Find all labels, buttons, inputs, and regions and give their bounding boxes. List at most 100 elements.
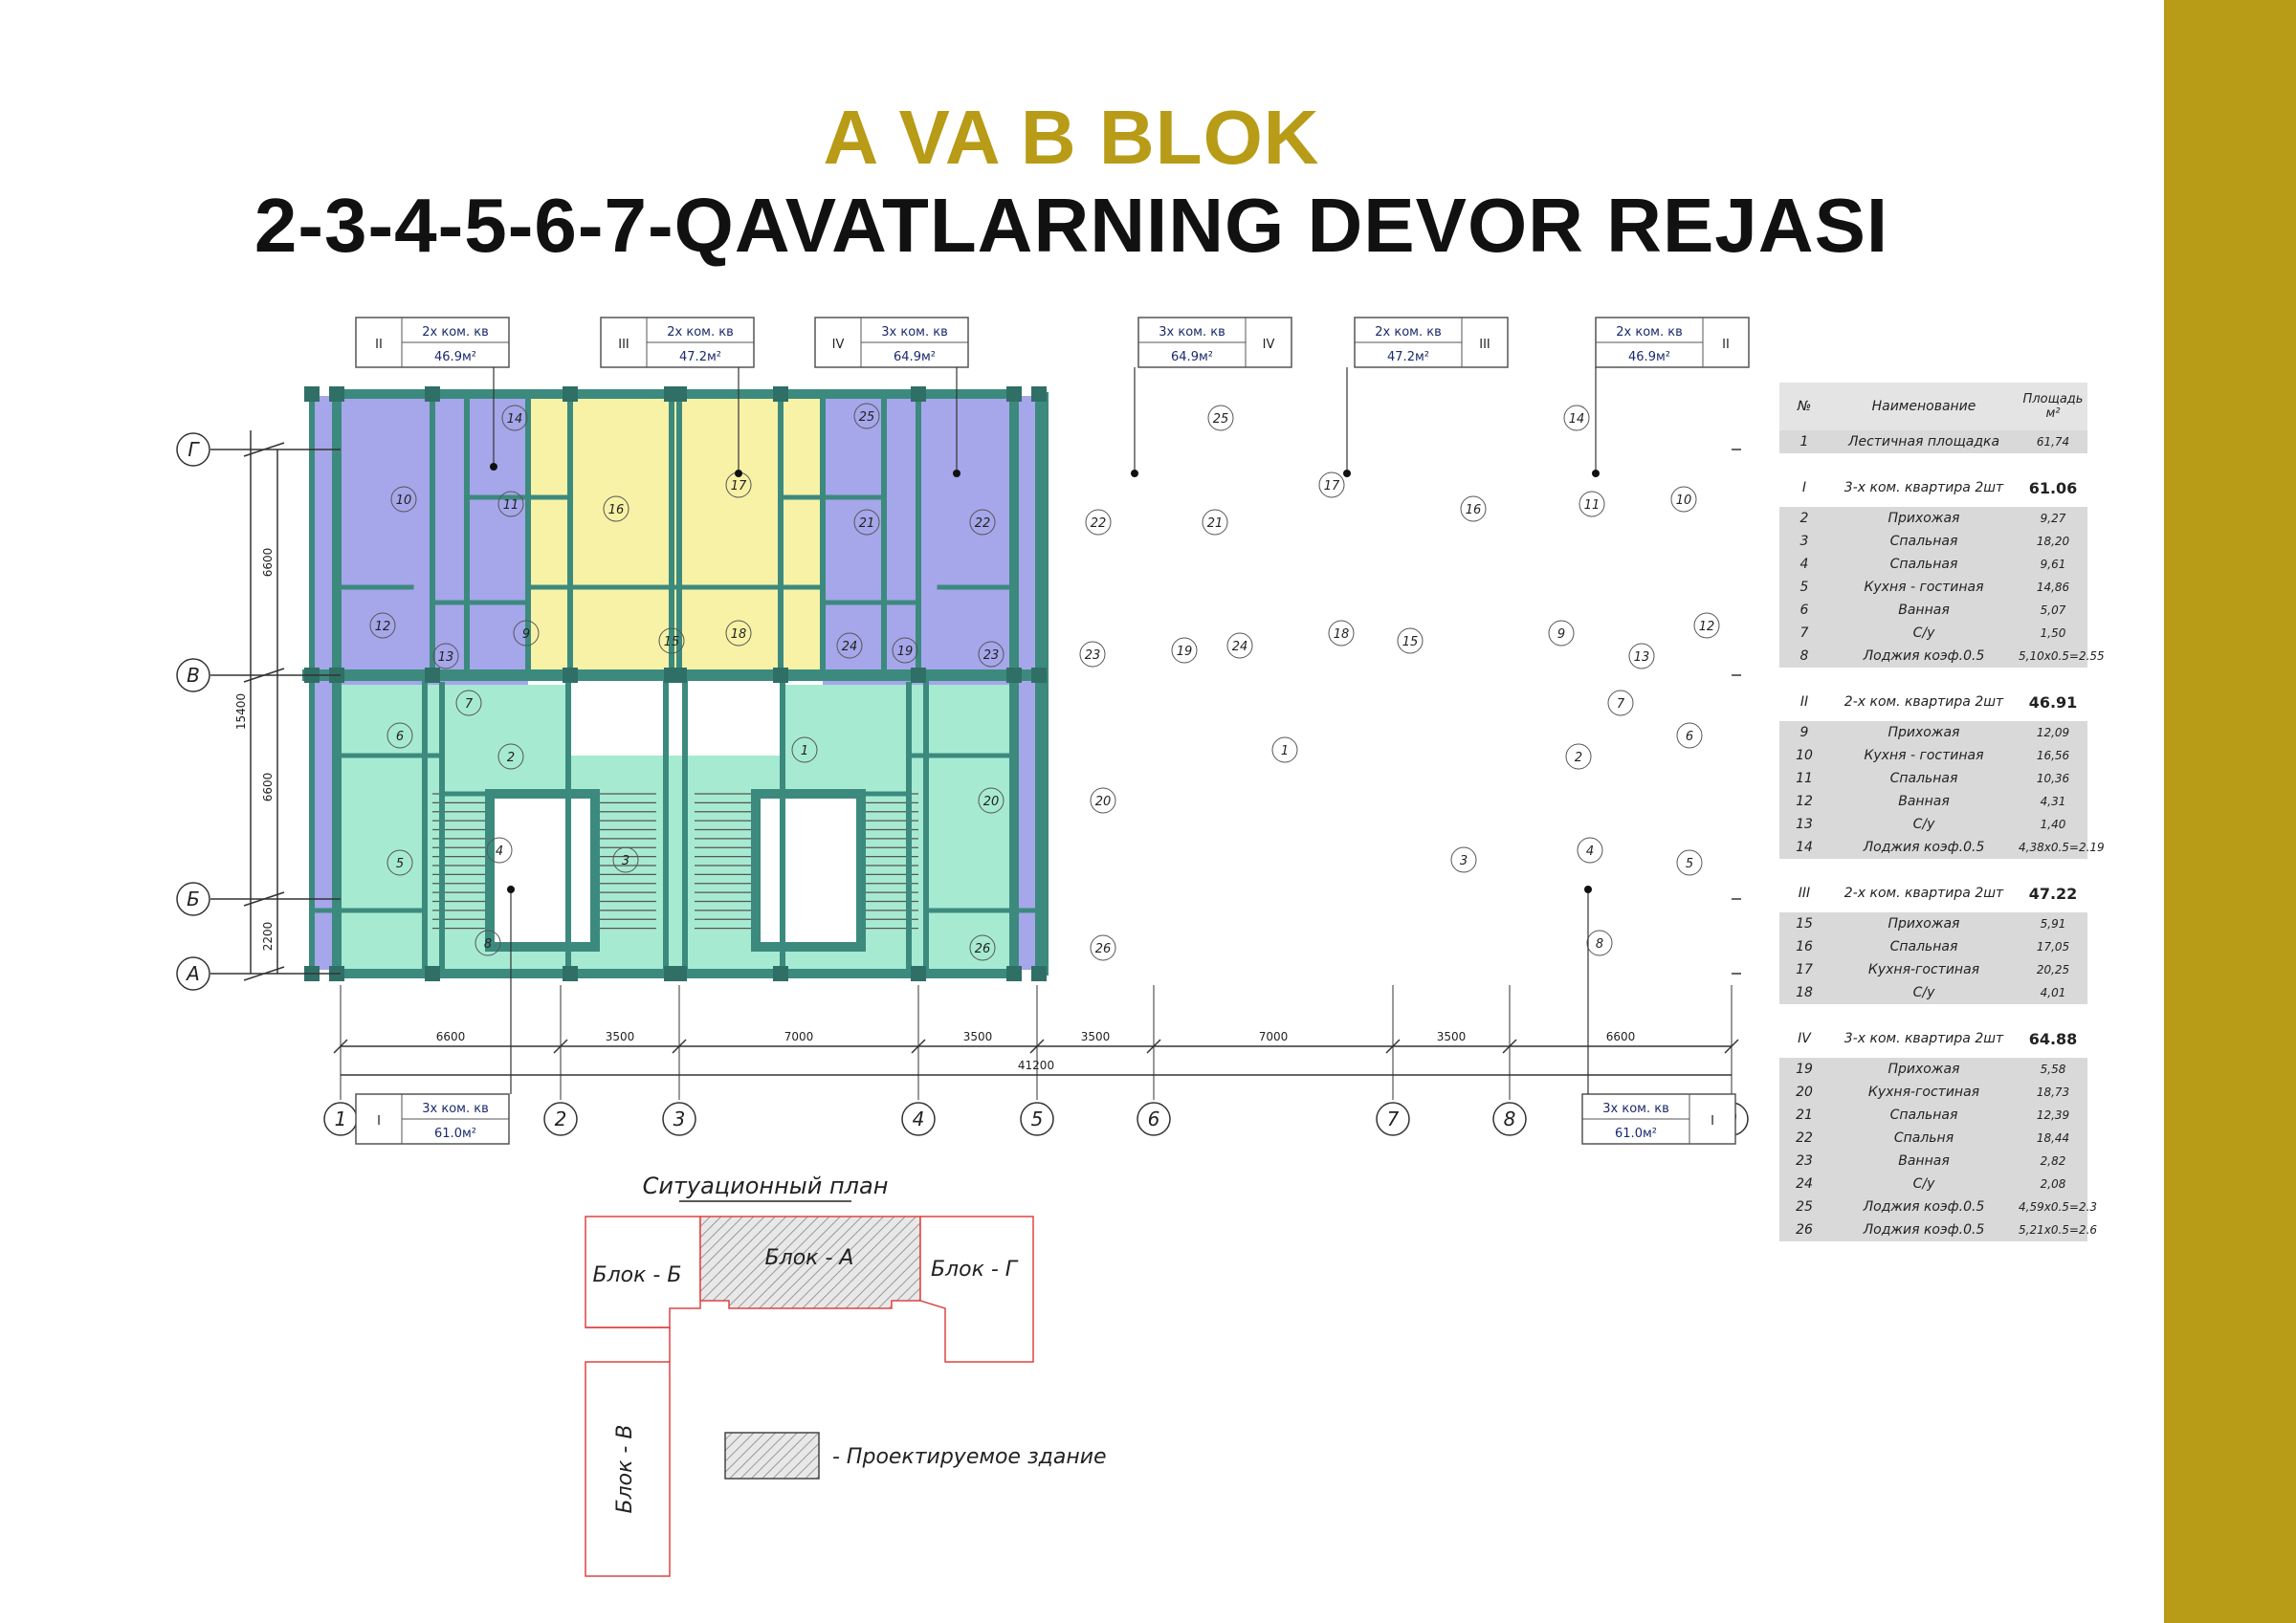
table-cell-num: 19 bbox=[1796, 1062, 1813, 1077]
table-cell-num: 17 bbox=[1796, 962, 1813, 977]
table-cell-name: Прихожая bbox=[1888, 511, 1960, 526]
room-number-right: 3 bbox=[1460, 854, 1468, 868]
table-cell-num: 25 bbox=[1796, 1199, 1813, 1215]
room-number-ring-left bbox=[432, 643, 459, 669]
dim-text-col: 7000 bbox=[1259, 1030, 1289, 1043]
axis-bubble-col bbox=[1020, 1102, 1054, 1136]
room-number-ring-left bbox=[836, 632, 863, 659]
site-block-v bbox=[585, 1361, 671, 1577]
room-number-ring-right bbox=[1318, 472, 1345, 498]
table-cell-area: 10,36 bbox=[2036, 772, 2070, 785]
table-cell-num: 16 bbox=[1796, 939, 1813, 954]
callout-leader-dot bbox=[1131, 470, 1138, 477]
table-cell-num: 8 bbox=[1799, 648, 1809, 664]
room-number-right: 4 bbox=[1586, 844, 1594, 859]
room-number-ring-left bbox=[475, 930, 501, 956]
room-number-left: 19 bbox=[897, 645, 914, 659]
table-cell-area: 16,56 bbox=[2036, 749, 2070, 762]
dim-tick bbox=[333, 1039, 348, 1054]
room-number-ring-left bbox=[978, 641, 1004, 668]
callout-leader-dot bbox=[1592, 470, 1600, 477]
room-number-ring-right bbox=[1271, 736, 1298, 763]
column bbox=[563, 668, 578, 683]
room-number-right: 8 bbox=[1596, 937, 1603, 952]
callout-apartment-area: 46.9м² bbox=[1628, 350, 1670, 364]
dim-tick bbox=[553, 1039, 568, 1054]
room-number-left: 20 bbox=[983, 795, 1000, 809]
dim-text-col: 3500 bbox=[606, 1030, 635, 1043]
room-number-ring-right bbox=[1328, 620, 1355, 647]
dim-text-col: 3500 bbox=[1081, 1030, 1111, 1043]
table-cell-num: 9 bbox=[1799, 725, 1809, 740]
table-cell-area: 4,59х0.5=2.3 bbox=[2019, 1200, 2098, 1214]
callout-leader-dot bbox=[1584, 886, 1592, 893]
room-number-left: 8 bbox=[484, 937, 492, 952]
column bbox=[664, 966, 679, 981]
table-cell-num: 1 bbox=[1799, 434, 1809, 450]
room-number-left: 5 bbox=[396, 857, 404, 871]
callout-apartment-type: 3х ком. кв bbox=[881, 325, 948, 340]
table-cell-area: 5,21х0.5=2.6 bbox=[2019, 1223, 2098, 1237]
room-number-left: 10 bbox=[396, 493, 412, 508]
room-number-left: 16 bbox=[608, 503, 625, 517]
callout-apartment-area: 47.2м² bbox=[679, 350, 721, 364]
table-cell-area: 1,40 bbox=[2040, 818, 2066, 831]
axis-label-row: В bbox=[187, 664, 200, 687]
room-number-left: 17 bbox=[731, 479, 747, 493]
table-cell-area: 4,31 bbox=[2040, 795, 2066, 808]
table-cell-name: Спальня bbox=[1893, 1130, 1954, 1146]
room-number-ring-right bbox=[1565, 743, 1592, 770]
column bbox=[304, 386, 320, 402]
room-number-ring-right bbox=[1202, 509, 1228, 536]
callout-apartment-number: II bbox=[1722, 338, 1730, 352]
room-number-left: 6 bbox=[396, 730, 404, 744]
room-number-left: 1 bbox=[801, 744, 808, 758]
dim-tick bbox=[243, 442, 285, 457]
site-block-g bbox=[919, 1216, 1034, 1363]
room-number-left: 11 bbox=[503, 498, 519, 513]
room-number-ring-right bbox=[1586, 930, 1613, 956]
table-cell-name: С/у bbox=[1912, 1176, 1935, 1192]
table-cell-name: Спальная bbox=[1889, 534, 1958, 549]
room-number-right: 26 bbox=[1095, 942, 1112, 956]
table-cell-num: 23 bbox=[1796, 1153, 1813, 1169]
table-cell-num: II bbox=[1799, 694, 1809, 710]
table-cell-num: 22 bbox=[1796, 1130, 1813, 1146]
dim-tick bbox=[672, 1039, 687, 1054]
page-subtitle: 2-3-4-5-6-7-QAVATLARNING DEVOR REJASI bbox=[254, 183, 1889, 268]
room-number-ring-left bbox=[725, 620, 752, 647]
axis-label-col: 5 bbox=[1031, 1108, 1044, 1130]
table-cell-name: Спальная bbox=[1889, 771, 1958, 786]
room-number-left: 3 bbox=[622, 854, 629, 868]
table-cell-area: 5,07 bbox=[2040, 603, 2066, 617]
table-cell-name: Спальная bbox=[1889, 557, 1958, 572]
room-number-ring-right bbox=[1670, 486, 1697, 513]
stair-core-left bbox=[751, 789, 866, 952]
table-cell-area: 1,50 bbox=[2040, 626, 2066, 640]
room-number-ring-left bbox=[486, 837, 513, 864]
room-number-ring-left bbox=[369, 612, 396, 639]
dim-text-row: 2200 bbox=[261, 922, 275, 952]
table-cell-num: 7 bbox=[1799, 625, 1809, 641]
table-cell-name: Кухня-гостиная bbox=[1867, 1085, 1980, 1100]
column bbox=[911, 966, 926, 981]
column bbox=[911, 386, 926, 402]
axis-label-row: Г bbox=[188, 438, 200, 461]
table-cell-name: Кухня-гостиная bbox=[1867, 962, 1980, 977]
room-number-left: 4 bbox=[496, 844, 503, 859]
callout-apartment-area: 47.2м² bbox=[1387, 350, 1429, 364]
axis-bubble-col bbox=[1376, 1102, 1410, 1136]
callout-leader-dot bbox=[735, 470, 742, 477]
